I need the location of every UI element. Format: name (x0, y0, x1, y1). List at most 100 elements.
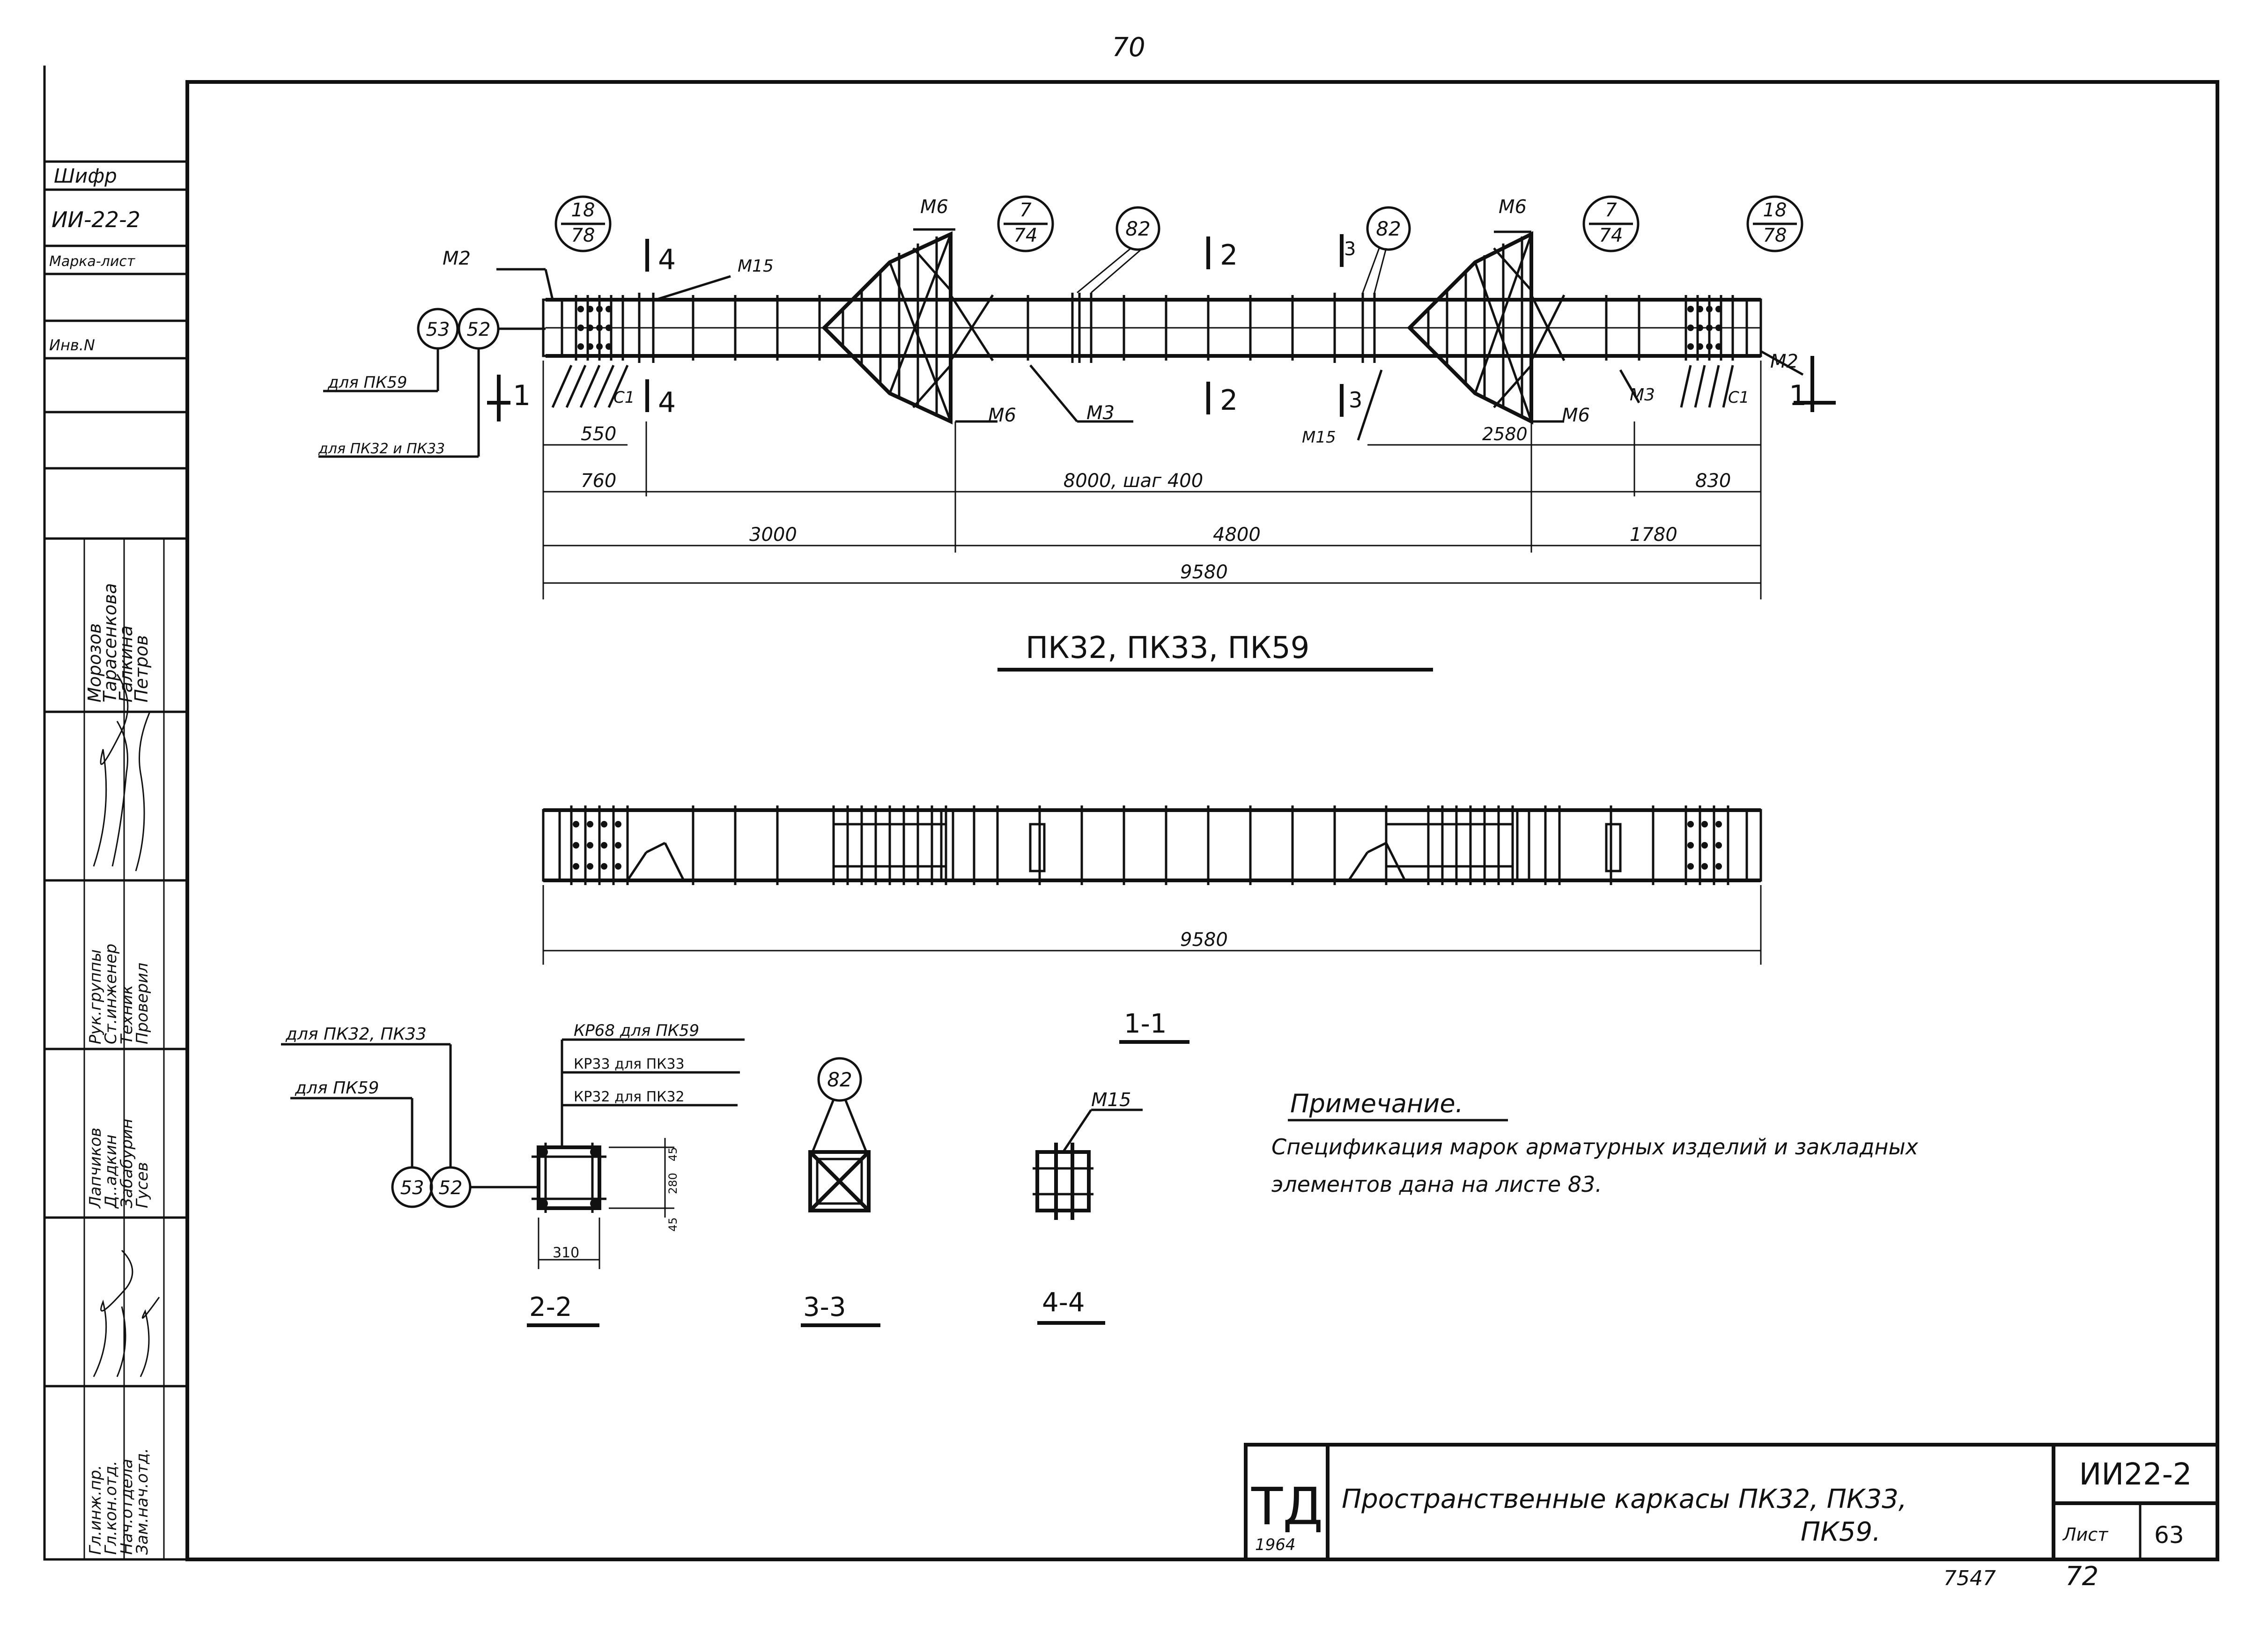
ref-18-78-right-den: 78 (1763, 225, 1787, 246)
title-block-title-line2: ПК59. (1801, 1517, 1881, 1547)
s22-note-pk32-pk33: для ПК32, ПК33 (285, 1025, 427, 1044)
section-2-2 (281, 1038, 745, 1269)
svg-text:Галкина: Галкина (116, 625, 136, 702)
dim-760: 760 (581, 470, 616, 492)
stamp-names-col2: Морозов Тарасенкова Галкина Петров (84, 583, 152, 702)
svg-text:Д..адкин: Д..адкин (102, 1135, 120, 1209)
s22-circle-52: 52 (439, 1177, 463, 1199)
svg-text:М15: М15 (738, 257, 774, 276)
left-stamp (43, 160, 189, 1561)
svg-text:Рук.группы: Рук.группы (86, 949, 105, 1044)
ref-circle-18-78-left (554, 195, 612, 252)
s22-kr33: КР33 для ПК33 (574, 1056, 685, 1072)
note-line-2: элементов дана на листе 83. (1271, 1172, 1602, 1197)
svg-text:1: 1 (513, 379, 531, 412)
s22-kr68: КР68 для ПК59 (574, 1021, 699, 1040)
svg-text:Техник: Техник (118, 985, 136, 1044)
dim-550: 550 (581, 423, 616, 445)
section-numbers: 4 4 2 2 3 3 1 1 (513, 238, 1807, 419)
title-block-title-line1: Пространственные каркасы ПК32, ПК33, (1342, 1484, 1907, 1514)
title-block-code: ИИ22-2 (2079, 1457, 2192, 1492)
s22-dim-280: 280 (666, 1173, 680, 1194)
page-number: 70 (1112, 32, 1145, 63)
stamp-roles-col2: Рук.группы Ст.инженер Техник Проверил (86, 944, 152, 1044)
svg-text:3: 3 (1349, 387, 1362, 413)
title-block-sheet-value: 63 (2154, 1521, 2184, 1549)
dim-830: 830 (1695, 470, 1731, 492)
svg-text:С1: С1 (613, 388, 635, 407)
plan-dim-9580: 9580 (1180, 929, 1228, 951)
svg-text:М6: М6 (1562, 405, 1590, 426)
ref-18-78-right-num: 18 (1763, 199, 1787, 221)
svg-text:2: 2 (1220, 384, 1238, 417)
svg-text:М6: М6 (1499, 196, 1527, 218)
ref-52-text: 52 (467, 319, 491, 340)
sheet-bottom-mark-left: 7547 (1943, 1566, 1996, 1590)
s22-dim-45-top: 45 (666, 1147, 680, 1161)
dim-8000: 8000, шаг 400 (1064, 470, 1203, 492)
svg-text:Лапчиков: Лапчиков (86, 1128, 105, 1209)
ref-7-74-right-num: 7 (1605, 199, 1617, 221)
svg-text:М15: М15 (1302, 428, 1336, 447)
ref-53-text: 53 (426, 319, 450, 340)
note-title: Примечание. (1290, 1089, 1463, 1118)
title-block-year: 1964 (1255, 1536, 1296, 1554)
svg-text:Тарасенкова: Тарасенкова (100, 583, 120, 702)
svg-text:4: 4 (658, 386, 676, 419)
svg-text:С1: С1 (1728, 388, 1749, 407)
dim-1780: 1780 (1630, 524, 1677, 546)
ref-18-78-left-den: 78 (571, 225, 595, 246)
svg-text:Петров: Петров (131, 635, 152, 702)
svg-text:4: 4 (658, 244, 676, 276)
ref-7-74-left-num: 7 (1019, 199, 1032, 221)
dimension-lines (542, 361, 1762, 599)
svg-text:3: 3 (1344, 238, 1356, 260)
svg-text:2: 2 (1220, 239, 1238, 272)
svg-text:Забабурин: Забабурин (118, 1119, 136, 1208)
s22-dim-45-bottom: 45 (666, 1217, 680, 1232)
stamp-inv-label: Инв.N (49, 336, 95, 354)
s22-kr32: КР32 для ПК32 (574, 1089, 685, 1105)
s22-note-pk59: для ПК59 (295, 1078, 379, 1098)
svg-text:Зам.нач.отд.: Зам.нач.отд. (133, 1448, 152, 1555)
s22-label: 2-2 (529, 1292, 572, 1322)
s22-circle-53: 53 (400, 1177, 424, 1199)
svg-text:Проверил: Проверил (133, 963, 152, 1044)
ref-circles-53-52 (318, 308, 546, 458)
dim-9580-total: 9580 (1180, 561, 1228, 583)
svg-text:Гл.кон.отд.: Гл.кон.отд. (102, 1461, 120, 1555)
svg-text:Нач.отдела: Нач.отдела (118, 1459, 136, 1555)
ref-circle-7-74-right (1582, 195, 1640, 252)
svg-text:Гусев: Гусев (133, 1162, 152, 1208)
mark-labels: М2 М15 М6 М6 М3 М3 М15 М6 М6 М2 С1 С1 (443, 196, 1804, 447)
svg-text:М6: М6 (920, 196, 948, 218)
ref-18-78-left-num: 18 (571, 199, 595, 221)
dim-3000: 3000 (749, 524, 797, 546)
svg-text:М2: М2 (443, 248, 471, 269)
note-for-pk32-pk33: для ПК32 и ПК33 (318, 441, 445, 457)
svg-text:Гл.инж.пр.: Гл.инж.пр. (86, 1465, 105, 1555)
title-block (1244, 1443, 2219, 1561)
plan-view (542, 805, 1762, 965)
ref-7-74-right-den: 74 (1599, 225, 1623, 246)
main-view-title: ПК32, ПК33, ПК59 (1026, 631, 1309, 665)
title-block-logo: ТД (1251, 1477, 1323, 1536)
s44-label: 4-4 (1042, 1287, 1085, 1318)
svg-text:1: 1 (1789, 379, 1807, 412)
stamp-signatures (93, 674, 160, 1377)
section-3-3 (808, 1057, 871, 1212)
dim-2580: 2580 (1482, 424, 1528, 444)
ref-circle-7-74-left (997, 195, 1054, 252)
ref-82-a-text: 82 (1125, 217, 1150, 240)
svg-text:М3: М3 (1086, 402, 1115, 424)
stamp-names-col1: Лапчиков Д..адкин Забабурин Гусев (86, 1119, 152, 1209)
s22-dim-310: 310 (553, 1245, 579, 1261)
s44-mark: М15 (1091, 1089, 1131, 1111)
stamp-roles-col1: Гл.инж.пр. Гл.кон.отд. Нач.отдела Зам.на… (86, 1448, 152, 1555)
drawing-border (185, 80, 2219, 1561)
svg-text:Морозов: Морозов (84, 623, 105, 702)
s33-circle-82: 82 (827, 1068, 852, 1091)
note-line-1: Спецификация марок арматурных изделий и … (1271, 1134, 1919, 1159)
section-4-4 (1033, 1108, 1143, 1220)
